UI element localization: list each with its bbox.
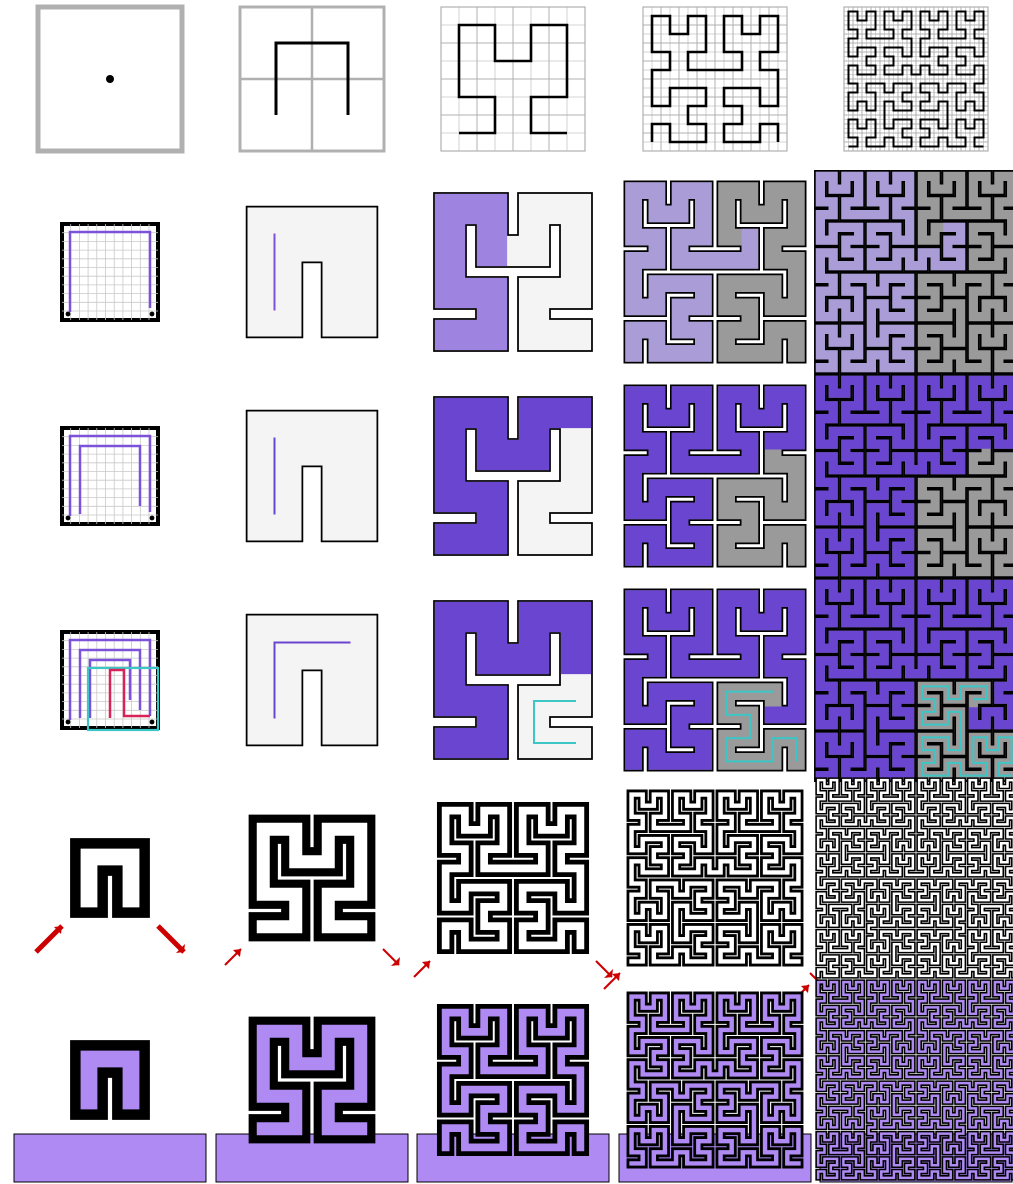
flood-base (216, 1134, 408, 1182)
region-interior (275, 643, 350, 718)
region-interior (450, 209, 576, 335)
purple-fill (450, 617, 576, 743)
second-region-fill-panel-4 (634, 395, 797, 558)
flooded-maze-panel-4 (619, 997, 811, 1182)
first-region-fill-panel-3 (450, 209, 576, 335)
maze-channel (446, 811, 581, 946)
maze-outline-panel-2 (225, 829, 400, 966)
second-region-fill-panel-1 (62, 428, 158, 524)
third-region-fill-panel-1 (62, 632, 158, 730)
hilbert-curve-grids-panel-3 (441, 7, 585, 151)
purple-fill (450, 413, 576, 539)
third-region-fill-panel-2 (275, 643, 350, 718)
third-region-fill-panel-4 (634, 599, 797, 762)
exit-arrow-icon (158, 926, 184, 952)
end-dot-icon (150, 516, 155, 521)
maze-outline-panel-4 (604, 795, 827, 990)
second-region-fill-panel-2 (275, 439, 350, 514)
hilbert-curve-grids-panel-1 (38, 7, 182, 151)
flooded-maze-panel-5 (818, 982, 1013, 1182)
panel-grid (14, 7, 1013, 1182)
hilbert-curve-grids-panel-2 (240, 7, 384, 151)
first-region-fill-panel-4 (634, 191, 797, 354)
cell-grid (240, 7, 384, 151)
maze-walls (263, 1031, 361, 1129)
flooded-maze-panel-3 (417, 1013, 609, 1182)
region-interior (275, 235, 350, 310)
second-region-fill-panel-3 (450, 413, 576, 539)
maze-channel (89, 857, 131, 899)
flooded-maze-panel-2 (216, 1031, 408, 1182)
cell-grid (441, 7, 585, 151)
start-dot-icon (66, 516, 71, 521)
first-region-fill-panel-5 (820, 176, 1011, 367)
maze-outline-panel-3 (414, 811, 613, 978)
start-dot-icon (106, 75, 114, 83)
region-outline (62, 428, 158, 524)
third-region-fill-panel-5 (820, 584, 1011, 775)
flooded-maze-panel-1 (14, 1059, 206, 1182)
region-outline (450, 617, 576, 743)
maze-walls (818, 982, 1013, 1178)
region-interior (275, 439, 350, 514)
first-region-fill-panel-1 (62, 224, 158, 320)
maze-walls (263, 829, 361, 927)
maze-outline-panel-1 (36, 857, 185, 953)
maze-walls (632, 795, 799, 962)
first-region-fill-panel-2 (275, 235, 350, 310)
purple-fill (450, 209, 492, 335)
region-outline (450, 413, 576, 539)
maze-outline-panel-5 (793, 780, 1013, 1002)
start-dot-icon (66, 720, 71, 725)
hilbert-curve-grids-panel-4 (643, 7, 787, 151)
cyan-region (727, 692, 797, 762)
end-dot-icon (150, 312, 155, 317)
maze-walls (818, 780, 1013, 976)
flooded-channel (89, 1059, 131, 1101)
flood-base (14, 1134, 206, 1182)
region-outline (450, 209, 576, 335)
second-region-fill-panel-5 (820, 380, 1011, 571)
region-outline (62, 224, 158, 320)
region-interior (450, 617, 576, 743)
hilbert-curve-grids-panel-5 (844, 7, 988, 151)
start-dot-icon (66, 312, 71, 317)
region-interior (450, 413, 576, 539)
end-dot-icon (150, 720, 155, 725)
cell-grid (643, 7, 787, 151)
flooded-channel (446, 1013, 581, 1148)
third-region-fill-panel-3 (450, 617, 576, 743)
